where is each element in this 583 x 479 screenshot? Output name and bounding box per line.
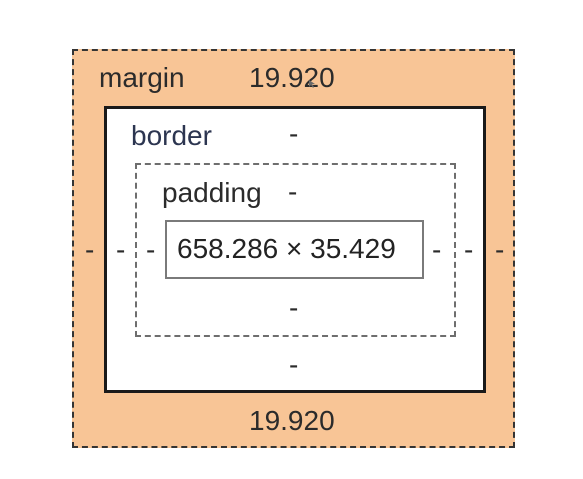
margin-bottom-value[interactable]: 19.920 xyxy=(249,405,335,436)
padding-left-value[interactable]: - xyxy=(146,234,156,265)
mouse-pointer-icon xyxy=(309,80,315,88)
margin-label: margin xyxy=(99,62,185,93)
border-bottom-value[interactable]: - xyxy=(289,349,299,380)
margin-top-value[interactable]: 19.920 xyxy=(249,62,335,93)
content-size-value[interactable]: 658.286 × 35.429 xyxy=(177,233,396,264)
margin-left-value[interactable]: - xyxy=(85,234,95,265)
border-top-value[interactable]: - xyxy=(289,118,299,149)
padding-bottom-value[interactable]: - xyxy=(289,292,299,323)
border-right-value[interactable]: - xyxy=(464,234,474,265)
content-box[interactable] xyxy=(165,220,424,279)
padding-top-value[interactable]: - xyxy=(288,176,298,207)
padding-label: padding xyxy=(162,177,262,208)
padding-right-value[interactable]: - xyxy=(432,234,442,265)
border-left-value[interactable]: - xyxy=(116,234,126,265)
margin-right-value[interactable]: - xyxy=(495,234,505,265)
border-label: border xyxy=(131,120,212,151)
